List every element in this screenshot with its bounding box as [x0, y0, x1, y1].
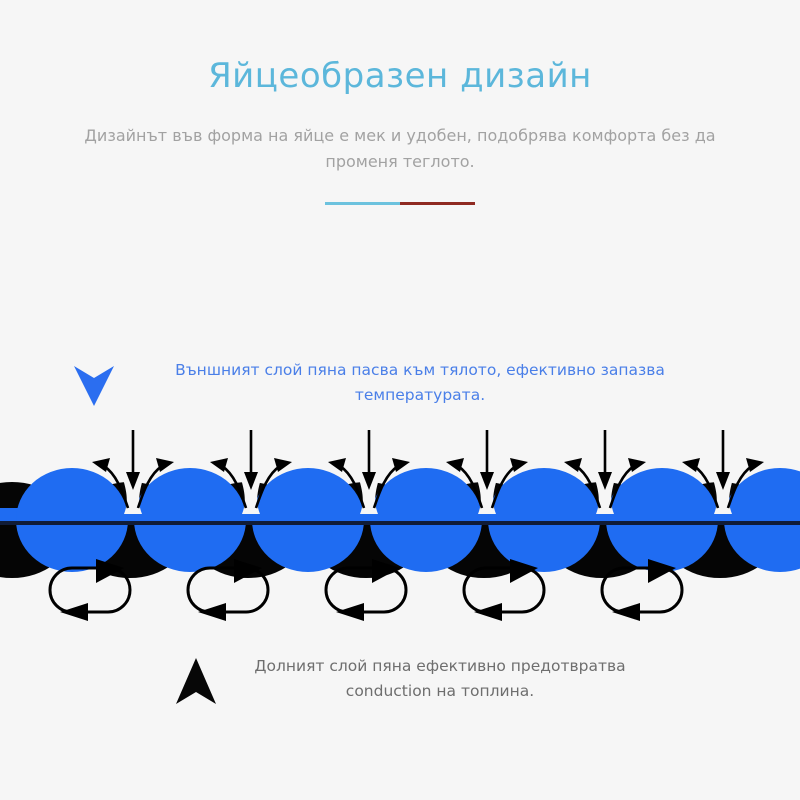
arrow-up-icon	[176, 658, 216, 704]
top-foam-bumps	[16, 468, 800, 572]
down-arrow-group	[126, 430, 730, 490]
splay-arrow-left-head	[564, 458, 582, 472]
loop-arrow-head-right	[648, 559, 676, 583]
splay-arrow-right-head	[392, 458, 410, 472]
down-arrow-head	[362, 472, 376, 490]
splay-arrow-left-head	[328, 458, 346, 472]
page-title: Яйцеобразен дизайн	[208, 56, 592, 96]
layer-seam	[0, 521, 800, 525]
circulation-loops	[48, 559, 684, 621]
splay-arrow-right-head	[746, 458, 764, 472]
splay-arrow-left-head	[210, 458, 228, 472]
loop-arrow-head-left	[474, 603, 502, 621]
splay-arrow-left-head	[682, 458, 700, 472]
circulation-loop	[48, 559, 132, 621]
top-bump	[134, 468, 246, 572]
egg-crate-foam-illustration	[0, 420, 800, 640]
top-annotation: Външният слой пяна пасва към тялото, ефе…	[0, 358, 800, 416]
splay-arrow-right-head	[628, 458, 646, 472]
splay-arrow-group	[92, 458, 764, 509]
down-arrow-head	[126, 472, 140, 490]
top-foam-layer	[0, 468, 800, 572]
bottom-annotation-text: Долният слой пяна ефективно предотвратва…	[254, 657, 626, 700]
top-bump	[606, 468, 718, 572]
loop-arrow-head-right	[96, 559, 124, 583]
loop-arrow-head-right	[510, 559, 538, 583]
divider-segment-left	[325, 201, 400, 205]
down-arrow-head	[716, 472, 730, 490]
top-bump	[252, 468, 364, 572]
loop-arrow-head-left	[60, 603, 88, 621]
loop-arrow-head-right	[372, 559, 400, 583]
top-bump	[724, 468, 800, 572]
down-arrow-head	[244, 472, 258, 490]
bottom-annotation: Долният слой пяна ефективно предотвратва…	[0, 652, 800, 712]
arrow-down-icon	[74, 366, 114, 406]
loop-arrow-head-left	[336, 603, 364, 621]
page-subtitle: Дизайнът във форма на яйце е мек и удобе…	[84, 125, 716, 172]
splay-arrow-right-head	[510, 458, 528, 472]
loop-arrow-head-right	[234, 559, 262, 583]
header: Яйцеобразен дизайн Дизайнът във форма на…	[0, 0, 800, 205]
circulation-loop	[462, 559, 546, 621]
top-annotation-text: Външният слой пяна пасва към тялото, ефе…	[175, 361, 665, 404]
splay-arrow-right-head	[156, 458, 174, 472]
loop-arrow-head-left	[612, 603, 640, 621]
splay-arrow-right-head	[274, 458, 292, 472]
splay-arrow-left-head	[92, 458, 110, 472]
circulation-loop	[324, 559, 408, 621]
down-arrow-head	[480, 472, 494, 490]
circulation-loop	[600, 559, 684, 621]
loop-arrow-head-left	[198, 603, 226, 621]
heat-flow-arrows	[92, 430, 764, 509]
top-bump	[488, 468, 600, 572]
divider	[325, 201, 475, 205]
circulation-loop	[186, 559, 270, 621]
divider-segment-right	[400, 201, 475, 205]
top-bump	[16, 468, 128, 572]
top-bump	[370, 468, 482, 572]
down-arrow-head	[598, 472, 612, 490]
splay-arrow-left-head	[446, 458, 464, 472]
